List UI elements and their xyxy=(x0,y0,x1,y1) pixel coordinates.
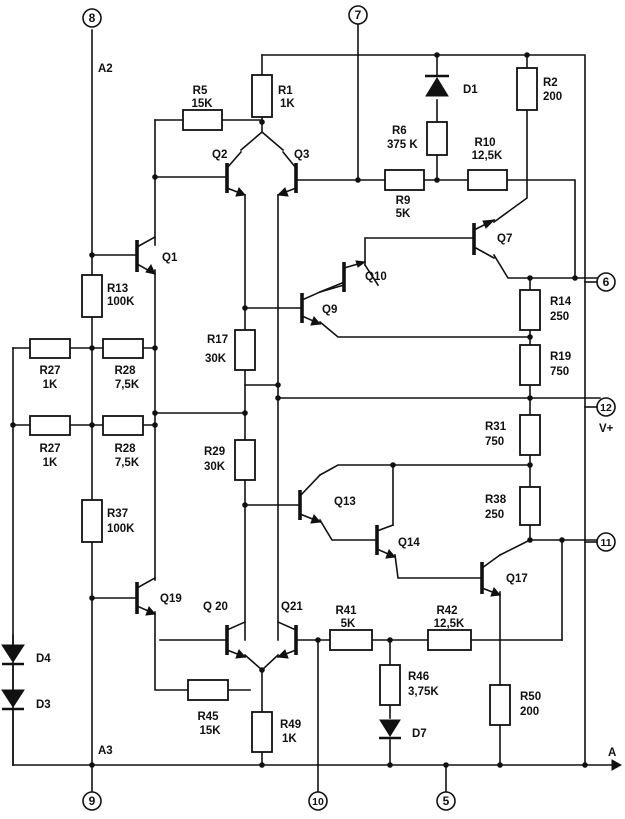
q14-label: Q14 xyxy=(398,537,420,549)
r17-name: R17 xyxy=(207,334,228,346)
pin-9-label: 9 xyxy=(89,794,96,808)
q1-label: Q1 xyxy=(162,252,178,264)
r9-value: 5K xyxy=(396,208,411,220)
r29-value: 30K xyxy=(204,461,226,473)
rail-vplus-label: V+ xyxy=(599,423,614,435)
q9-label: Q9 xyxy=(322,304,337,316)
wires xyxy=(12,24,613,801)
r50-name: R50 xyxy=(520,691,541,703)
r27-bottom-value: 1K xyxy=(43,457,58,469)
rail-a-label: A xyxy=(608,747,616,759)
d4-label: D4 xyxy=(36,653,51,665)
r49-name: R49 xyxy=(280,719,301,731)
r1-value: 1K xyxy=(280,98,295,110)
r10-name: R10 xyxy=(474,137,495,149)
r28-top-value: 7,5K xyxy=(115,379,140,391)
r28-bottom-value: 7,5K xyxy=(115,457,140,469)
r6-value: 375 K xyxy=(387,139,418,151)
r38-value: 250 xyxy=(485,509,504,521)
resistor-bodies xyxy=(29,67,541,753)
r1-name: R1 xyxy=(278,85,293,97)
r5-value: 15K xyxy=(191,98,213,110)
r27-top-name: R27 xyxy=(39,365,60,377)
q10-label: Q10 xyxy=(365,271,387,283)
d1-label: D1 xyxy=(463,84,478,96)
r50-value: 200 xyxy=(520,706,539,718)
r45-name: R45 xyxy=(197,711,219,723)
q21-label: Q21 xyxy=(281,601,303,613)
pin-10-label: 10 xyxy=(312,796,324,808)
junction-dots xyxy=(10,52,588,768)
pin-7-label: 7 xyxy=(355,8,362,22)
r14-value: 250 xyxy=(550,311,569,323)
diode-symbols xyxy=(1,74,449,766)
r9-name: R9 xyxy=(396,195,411,207)
q17-label: Q17 xyxy=(506,573,528,585)
r41-name: R41 xyxy=(335,605,357,617)
transistor-symbols xyxy=(135,150,502,659)
pin-8-label: 8 xyxy=(89,11,96,25)
q20-label: Q 20 xyxy=(203,601,228,613)
r27-top-value: 1K xyxy=(43,379,58,391)
d3-label: D3 xyxy=(36,699,51,711)
q7-label: Q7 xyxy=(497,233,512,245)
q13-label: Q13 xyxy=(334,496,356,508)
r10-value: 12,5K xyxy=(472,150,503,162)
r28-bottom-name: R28 xyxy=(114,443,136,455)
rail-a3-label: A3 xyxy=(98,745,113,757)
r38-name: R38 xyxy=(485,494,507,506)
pin-5-label: 5 xyxy=(443,794,450,808)
r5-name: R5 xyxy=(193,85,208,97)
r29-name: R29 xyxy=(204,446,225,458)
q19-label: Q19 xyxy=(160,593,182,605)
r2-value: 200 xyxy=(543,91,562,103)
r13-value: 100K xyxy=(107,296,135,308)
r37-value: 100K xyxy=(107,523,135,535)
r49-value: 1K xyxy=(282,733,297,745)
r45-value: 15K xyxy=(199,725,221,737)
r42-value: 12,5K xyxy=(434,618,465,630)
r6-name: R6 xyxy=(392,125,407,137)
pin-circles xyxy=(82,5,616,811)
pin-11-label: 11 xyxy=(600,537,611,549)
rail-a-arrow-icon xyxy=(611,759,623,771)
pin-12-label: 12 xyxy=(600,402,612,414)
d7-label: D7 xyxy=(412,728,427,740)
r19-value: 750 xyxy=(550,366,569,378)
r31-value: 750 xyxy=(485,436,504,448)
r46-name: R46 xyxy=(408,671,429,683)
r17-value: 30K xyxy=(205,353,227,365)
r2-name: R2 xyxy=(543,77,558,89)
r31-name: R31 xyxy=(485,421,507,433)
pin-6-label: 6 xyxy=(603,275,610,289)
r14-name: R14 xyxy=(550,296,572,308)
q3-label: Q3 xyxy=(294,149,309,161)
r19-name: R19 xyxy=(550,351,571,363)
r41-value: 5K xyxy=(341,618,356,630)
r27-bottom-name: R27 xyxy=(39,443,60,455)
r46-value: 3,75K xyxy=(408,686,439,698)
r28-top-name: R28 xyxy=(114,365,136,377)
q2-label: Q2 xyxy=(212,149,227,161)
r42-name: R42 xyxy=(436,605,457,617)
r37-name: R37 xyxy=(107,508,128,520)
r13-name: R13 xyxy=(107,283,128,295)
rail-a2-label: A2 xyxy=(98,63,113,75)
